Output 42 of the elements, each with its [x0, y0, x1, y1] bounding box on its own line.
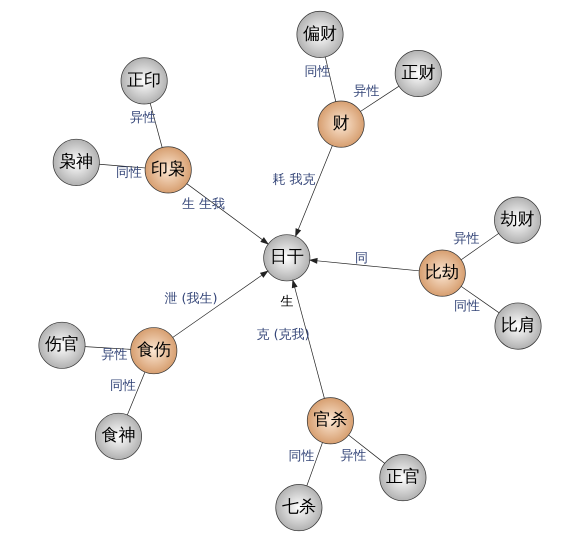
edge-label: 同性: [288, 449, 314, 464]
node-circle: 劫财: [494, 196, 542, 244]
node-circle: 比肩: [494, 302, 542, 350]
node-circle: 日干: [263, 234, 310, 282]
connector: [306, 442, 323, 486]
connector: [460, 286, 500, 314]
edge-label: 同性: [454, 298, 480, 314]
connector: [360, 86, 400, 112]
connector: [127, 372, 146, 416]
edge-label: 泄 (我生): [164, 291, 218, 306]
edge-label: 耗 我克: [272, 172, 316, 188]
node-circle: 枭神: [52, 138, 100, 186]
connector: [324, 56, 336, 102]
arrow: [295, 145, 333, 238]
arrow: [172, 270, 269, 338]
node-circle: 印枭: [144, 146, 192, 194]
arrow: [292, 279, 325, 398]
node-circle: 比劫: [418, 250, 466, 297]
connector: [348, 434, 385, 464]
connector: [84, 346, 131, 350]
label: 生: [280, 294, 294, 310]
connector: [460, 233, 499, 260]
node-circle: 七杀: [275, 484, 322, 532]
node-circle: 食伤: [130, 327, 178, 374]
node-circle: 食神: [95, 412, 142, 460]
edge-label: 同性: [116, 165, 142, 180]
node-circle: 偏财: [296, 10, 344, 58]
edge-label: 同: [354, 250, 368, 266]
arrow: [186, 183, 269, 245]
node-circle: 正官: [379, 454, 426, 502]
arrow: [308, 258, 420, 272]
edge-label: 异性: [354, 84, 380, 99]
edge-label: 异性: [454, 232, 480, 247]
edge-label: 同性: [110, 378, 136, 394]
connector: [99, 164, 146, 168]
node-circle: 伤官: [38, 322, 86, 369]
node-circle: 正财: [394, 50, 442, 97]
edge-label: 异性: [340, 448, 366, 464]
edge-label: 异性: [101, 347, 128, 362]
node-circle: 财: [318, 100, 365, 148]
node-circle: 官杀: [306, 397, 354, 444]
node-circle: 正印: [120, 57, 168, 104]
